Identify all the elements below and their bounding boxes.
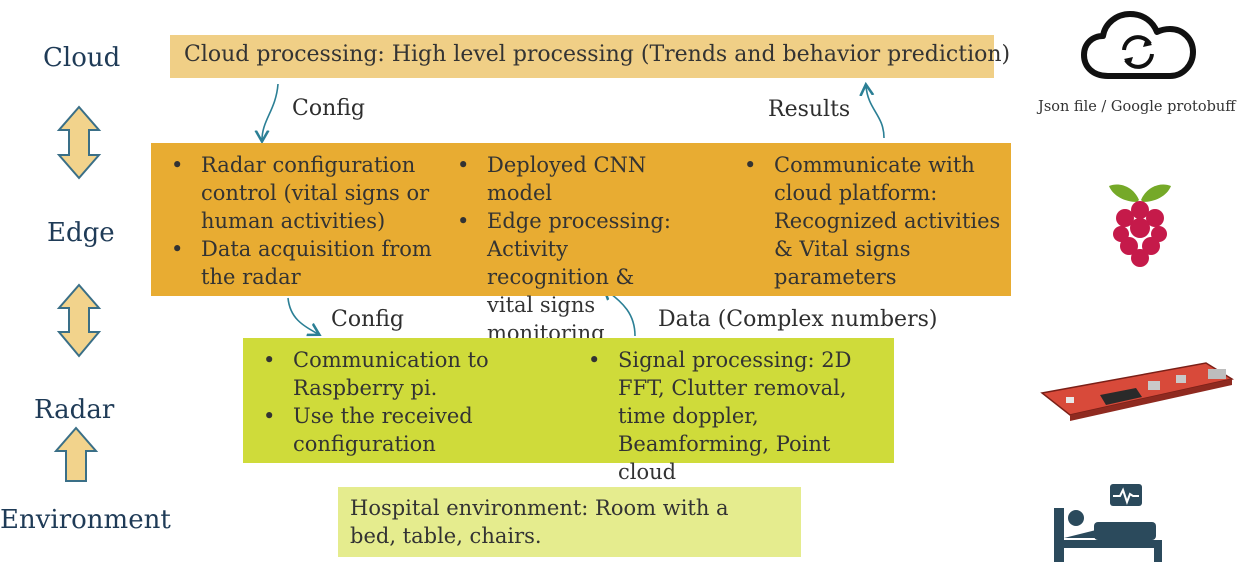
environment-text: Hospital environment: Room with a bed, t… xyxy=(350,496,729,548)
config-top-arrow xyxy=(262,83,279,140)
layer-label-cloud: Cloud xyxy=(43,43,121,73)
raspberry-pi-icon xyxy=(1109,184,1171,267)
list-item: Communicate with cloud platform: Recogni… xyxy=(736,151,1006,291)
cloud-sync-icon xyxy=(1081,11,1196,79)
edge-col3-list: Communicate with cloud platform: Recogni… xyxy=(736,151,1006,291)
data-label: Data (Complex numbers) xyxy=(658,307,938,332)
layer-label-radar: Radar xyxy=(34,395,115,425)
config-bottom-arrow xyxy=(287,297,318,334)
hospital-bed-icon xyxy=(1054,484,1162,562)
layer-label-edge: Edge xyxy=(47,218,115,248)
edge-col2-list: Deployed CNN model Edge processing: Acti… xyxy=(449,151,711,347)
edge-processing-box: Radar configuration control (vital signs… xyxy=(151,143,1011,345)
list-item: Data acquisition from the radar xyxy=(163,235,433,291)
edge-radar-double-arrow xyxy=(56,283,102,358)
environment-box: Hospital environment: Room with a bed, t… xyxy=(338,487,801,557)
results-label: Results xyxy=(768,97,851,122)
edge-col1-list: Radar configuration control (vital signs… xyxy=(163,151,433,291)
data-format-caption: Json file / Google protobuff xyxy=(1038,99,1236,115)
list-item: Deployed CNN model xyxy=(449,151,711,207)
cloud-processing-box: Cloud processing: High level processing … xyxy=(170,35,1010,78)
radar-col1-list: Communication to Raspberry pi. Use the r… xyxy=(255,346,495,458)
list-item: Communication to Raspberry pi. xyxy=(255,346,495,402)
environment-radar-up-arrow xyxy=(53,426,99,482)
config-top-label: Config xyxy=(292,96,366,121)
list-item: Use the received configuration xyxy=(255,402,495,458)
results-arrow xyxy=(866,86,885,139)
layer-label-environment: Environment xyxy=(0,505,171,535)
list-item: Radar configuration control (vital signs… xyxy=(163,151,433,235)
radar-col2-list: Signal processing: 2D FFT, Clutter remov… xyxy=(580,346,886,486)
cloud-edge-double-arrow xyxy=(56,105,102,180)
radar-processing-box: Communication to Raspberry pi. Use the r… xyxy=(243,338,894,484)
cloud-processing-text: Cloud processing: High level processing … xyxy=(184,42,1011,67)
list-item: Signal processing: 2D FFT, Clutter remov… xyxy=(580,346,886,486)
config-bottom-label: Config xyxy=(331,307,405,332)
radar-board-icon xyxy=(1040,362,1234,421)
list-item: Edge processing: Activity recognition & … xyxy=(449,207,687,347)
